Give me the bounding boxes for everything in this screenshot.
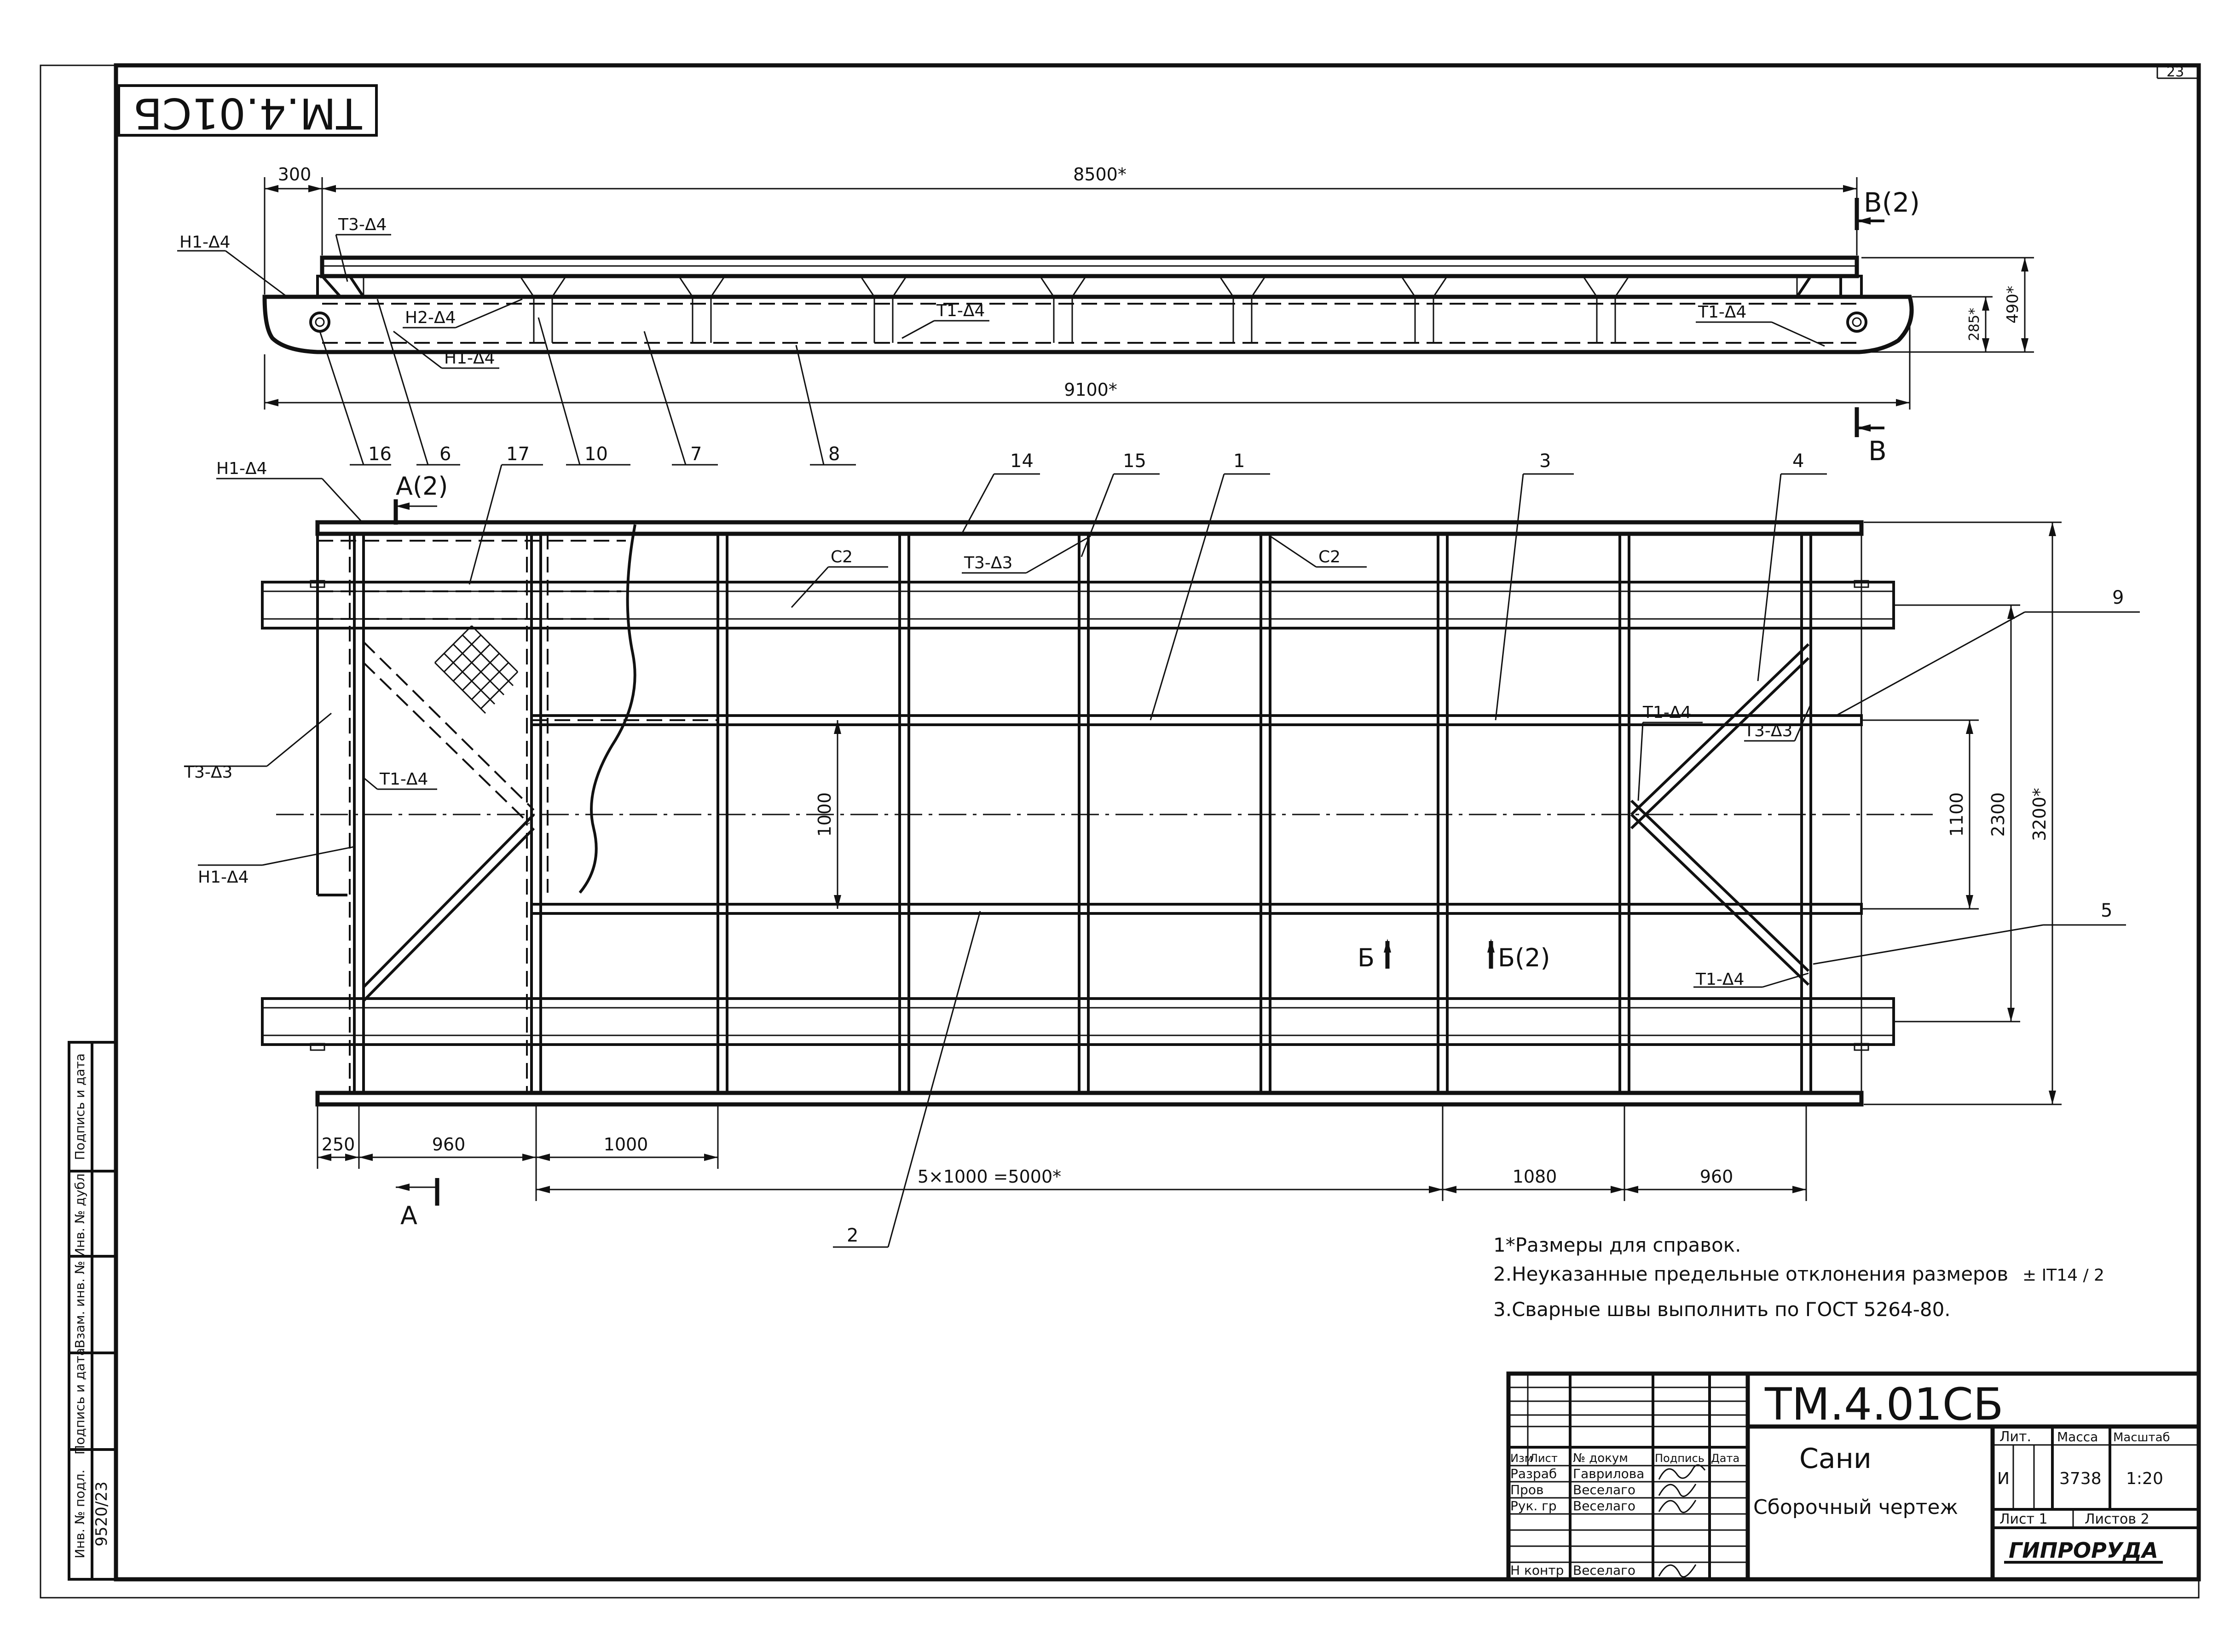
tb-header-date: Дата [1711,1452,1739,1465]
plan-view: 17 14 15 1 3 4 9 5 2 А(2) А Б Б(2) Н1-Δ4… [184,444,2140,1248]
tb-sheets-label: Листов 2 [2085,1511,2149,1527]
notes: 1*Размеры для справок. 2.Неуказанные пре… [1493,1234,2104,1321]
tb-mass-header: Масса [2057,1429,2098,1444]
dim-490: 490* [2004,286,2022,323]
note-1: 1*Размеры для справок. [1493,1234,1741,1256]
weld-t1-plan-left: Т1-Δ4 [379,770,428,789]
dim-250: 250 [322,1134,355,1155]
strip-inv-number: 9520/23 [92,1481,111,1546]
sheet-frame [40,63,2201,1599]
tb-role-2: Пров [1510,1482,1543,1497]
note-2-fraction: ± IT14 / 2 [2022,1266,2104,1285]
section-b2-cyr-label: Б(2) [1498,943,1550,972]
section-a-label: А [400,1201,417,1230]
weld-c2-left: С2 [831,548,853,566]
note-3: 3.Сварные швы выполнить по ГОСТ 5264-80. [1493,1298,1951,1321]
pos-8: 8 [828,444,840,465]
title-block [1506,1371,2201,1582]
tb-sheet-label: Лист 1 [1999,1511,2048,1527]
tb-role-1: Разраб [1510,1466,1557,1481]
pos-2: 2 [847,1225,858,1246]
dim-8500: 8500* [1073,164,1127,185]
pos-17: 17 [506,444,530,465]
strip-label-5: Инв. № подл. [72,1469,87,1558]
tb-lit-header: Лит. [1999,1429,2031,1445]
weld-h1-side-left: Н1-Δ4 [179,233,231,252]
strip-label-1: Подпись и дата [72,1053,87,1160]
dim-300: 300 [278,164,312,185]
dim-9100: 9100* [1064,380,1117,400]
title-code: ТМ.4.01СБ [1764,1379,2004,1430]
tb-header-izm: Изм [1510,1452,1533,1465]
tb-org: ГИПРОРУДА [2009,1538,2158,1563]
pos-10: 10 [584,444,608,465]
weld-t1-side-mid: Т1-Δ4 [936,301,985,320]
signature-marks [1658,1464,1706,1578]
section-b2-label: В(2) [1864,187,1920,218]
tb-name-3: Веселаго [1573,1498,1635,1513]
dim-1100: 1100 [1947,792,1967,837]
pos-1: 1 [1233,451,1245,472]
dim-3200: 3200* [2029,788,2050,841]
weld-t1-plan-right-top: Т1-Δ4 [1642,703,1691,722]
dim-2300: 2300 [1988,792,2008,837]
note-2: 2.Неуказанные предельные отклонения разм… [1493,1263,2008,1285]
pos-15: 15 [1123,451,1146,472]
dim-1000-h: 1000 [604,1134,648,1155]
tb-scale-header: Масштаб [2113,1431,2170,1444]
weld-h2-side: Н2-Δ4 [405,308,456,327]
weld-h1-plan-corner: Н1-Δ4 [216,459,267,478]
dim-285: 285* [1966,308,1982,341]
tb-name-4: Веселаго [1573,1563,1635,1578]
tb-role-4: Н контр [1510,1563,1564,1578]
weld-h1-side-mid: Н1-Δ4 [444,349,495,368]
dim-1080: 1080 [1513,1167,1557,1187]
top-stamp-code: ТМ.4.01СБ [133,89,362,138]
tb-scale-value: 1:20 [2126,1469,2163,1488]
title-name: Сани [1799,1443,1872,1475]
weld-t1-side-right: Т1-Δ4 [1698,303,1746,322]
section-b-label: В [1868,435,1887,467]
tb-name-1: Гаврилова [1573,1466,1644,1481]
dim-960-left: 960 [432,1134,466,1155]
pos-7: 7 [690,444,702,465]
title-subtitle: Сборочный чертеж [1753,1496,1958,1519]
page-number: 23 [2167,64,2184,80]
pos-4: 4 [1792,451,1804,472]
pos-6: 6 [439,444,451,465]
dim-960-right: 960 [1700,1167,1733,1187]
pos-16: 16 [368,444,392,465]
left-strip [68,1041,117,1581]
pos-9: 9 [2112,587,2124,608]
pos-3: 3 [1539,451,1551,472]
strip-label-2: Инв. № дубл. [72,1169,87,1258]
weld-h1-plan-left: Н1-Δ4 [198,868,249,887]
tb-header-doc: № докум [1573,1451,1628,1465]
dim-5000: 5×1000 =5000* [918,1167,1061,1187]
tb-role-3: Рук. гр [1510,1498,1557,1513]
tb-header-list: Лист [1530,1452,1558,1465]
strip-label-4: Подпись и дата [72,1348,87,1455]
top-stamp-box [117,84,378,137]
side-view: 300 8500* 9100* 490* 285* В(2) В Н1-Δ4 [177,164,2034,467]
section-b-cyr-label: Б [1358,943,1375,972]
section-a2-label: А(2) [396,472,448,501]
tb-header-sign: Подпись [1655,1452,1705,1465]
weld-t3-side: Т3-Δ4 [338,215,387,234]
weld-c2-right: С2 [1318,548,1341,566]
weld-t1-plan-right-bottom: Т1-Δ4 [1695,970,1744,989]
tb-lit-value: И [1997,1469,2010,1488]
dim-1000-v: 1000 [815,792,835,837]
strip-label-3: Взам. инв. № [72,1261,87,1348]
pos-14: 14 [1010,451,1034,472]
weld-t3-plan-left: Т3-Δ3 [184,763,232,782]
tb-name-2: Веселаго [1573,1482,1635,1497]
tb-mass-value: 3738 [2059,1469,2102,1488]
pos-5: 5 [2101,900,2112,921]
weld-t3-plan-top: Т3-Δ3 [964,554,1012,572]
weld-t3-plan-right: Т3-Δ3 [1744,722,1792,740]
